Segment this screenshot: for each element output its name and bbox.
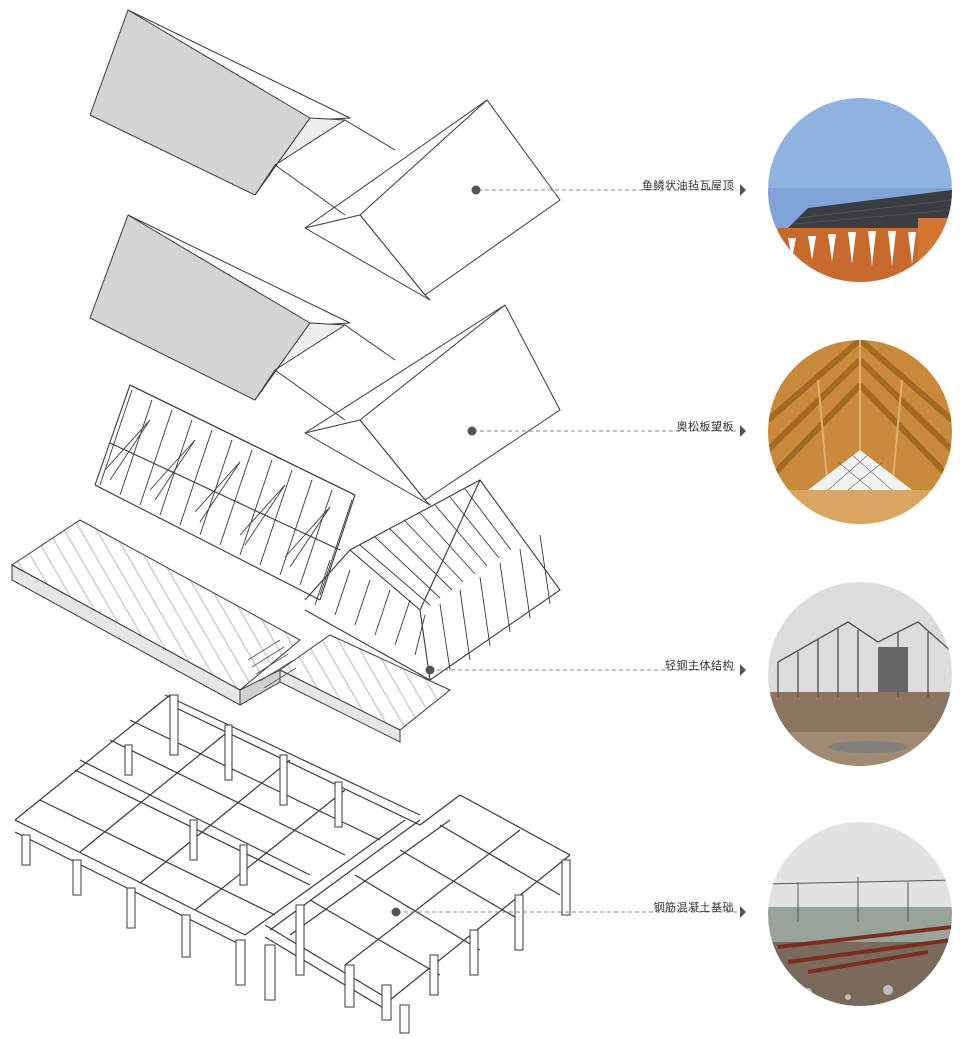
roof-shingle-layer bbox=[89, 9, 561, 301]
osb-roof-sheathing-photo-icon bbox=[768, 340, 952, 524]
light-steel-frame bbox=[94, 384, 561, 681]
leader-lines bbox=[397, 189, 738, 913]
reinforced-concrete-foundation-photo-icon bbox=[768, 822, 952, 1006]
leader-dot-osb bbox=[467, 426, 477, 436]
leader-dot-foundation bbox=[391, 907, 401, 917]
leader-dot-steel bbox=[425, 665, 435, 675]
label-osb: 奥松板望板 bbox=[676, 420, 734, 433]
light-steel-frame-photo-icon bbox=[768, 582, 952, 766]
leader-dots bbox=[391, 185, 481, 917]
asphalt-shingle-roof-photo-icon bbox=[768, 98, 952, 282]
arrow-icon-osb bbox=[740, 425, 746, 437]
arrow-icon-roof bbox=[740, 184, 746, 196]
concrete-foundation bbox=[14, 694, 571, 1034]
arrow-icons bbox=[740, 184, 746, 918]
leader-dot-roof bbox=[471, 185, 481, 195]
arrow-icon-steel bbox=[740, 664, 746, 676]
arrow-icon-foundation bbox=[740, 906, 746, 918]
platform-base bbox=[11, 519, 451, 743]
label-roof: 鱼鳞状油毡瓦屋顶 bbox=[642, 179, 734, 192]
label-foundation: 钢筋混凝土基础 bbox=[653, 901, 734, 914]
label-steel: 轻钢主体结构 bbox=[665, 659, 734, 672]
osb-sheathing-layer bbox=[89, 214, 561, 506]
